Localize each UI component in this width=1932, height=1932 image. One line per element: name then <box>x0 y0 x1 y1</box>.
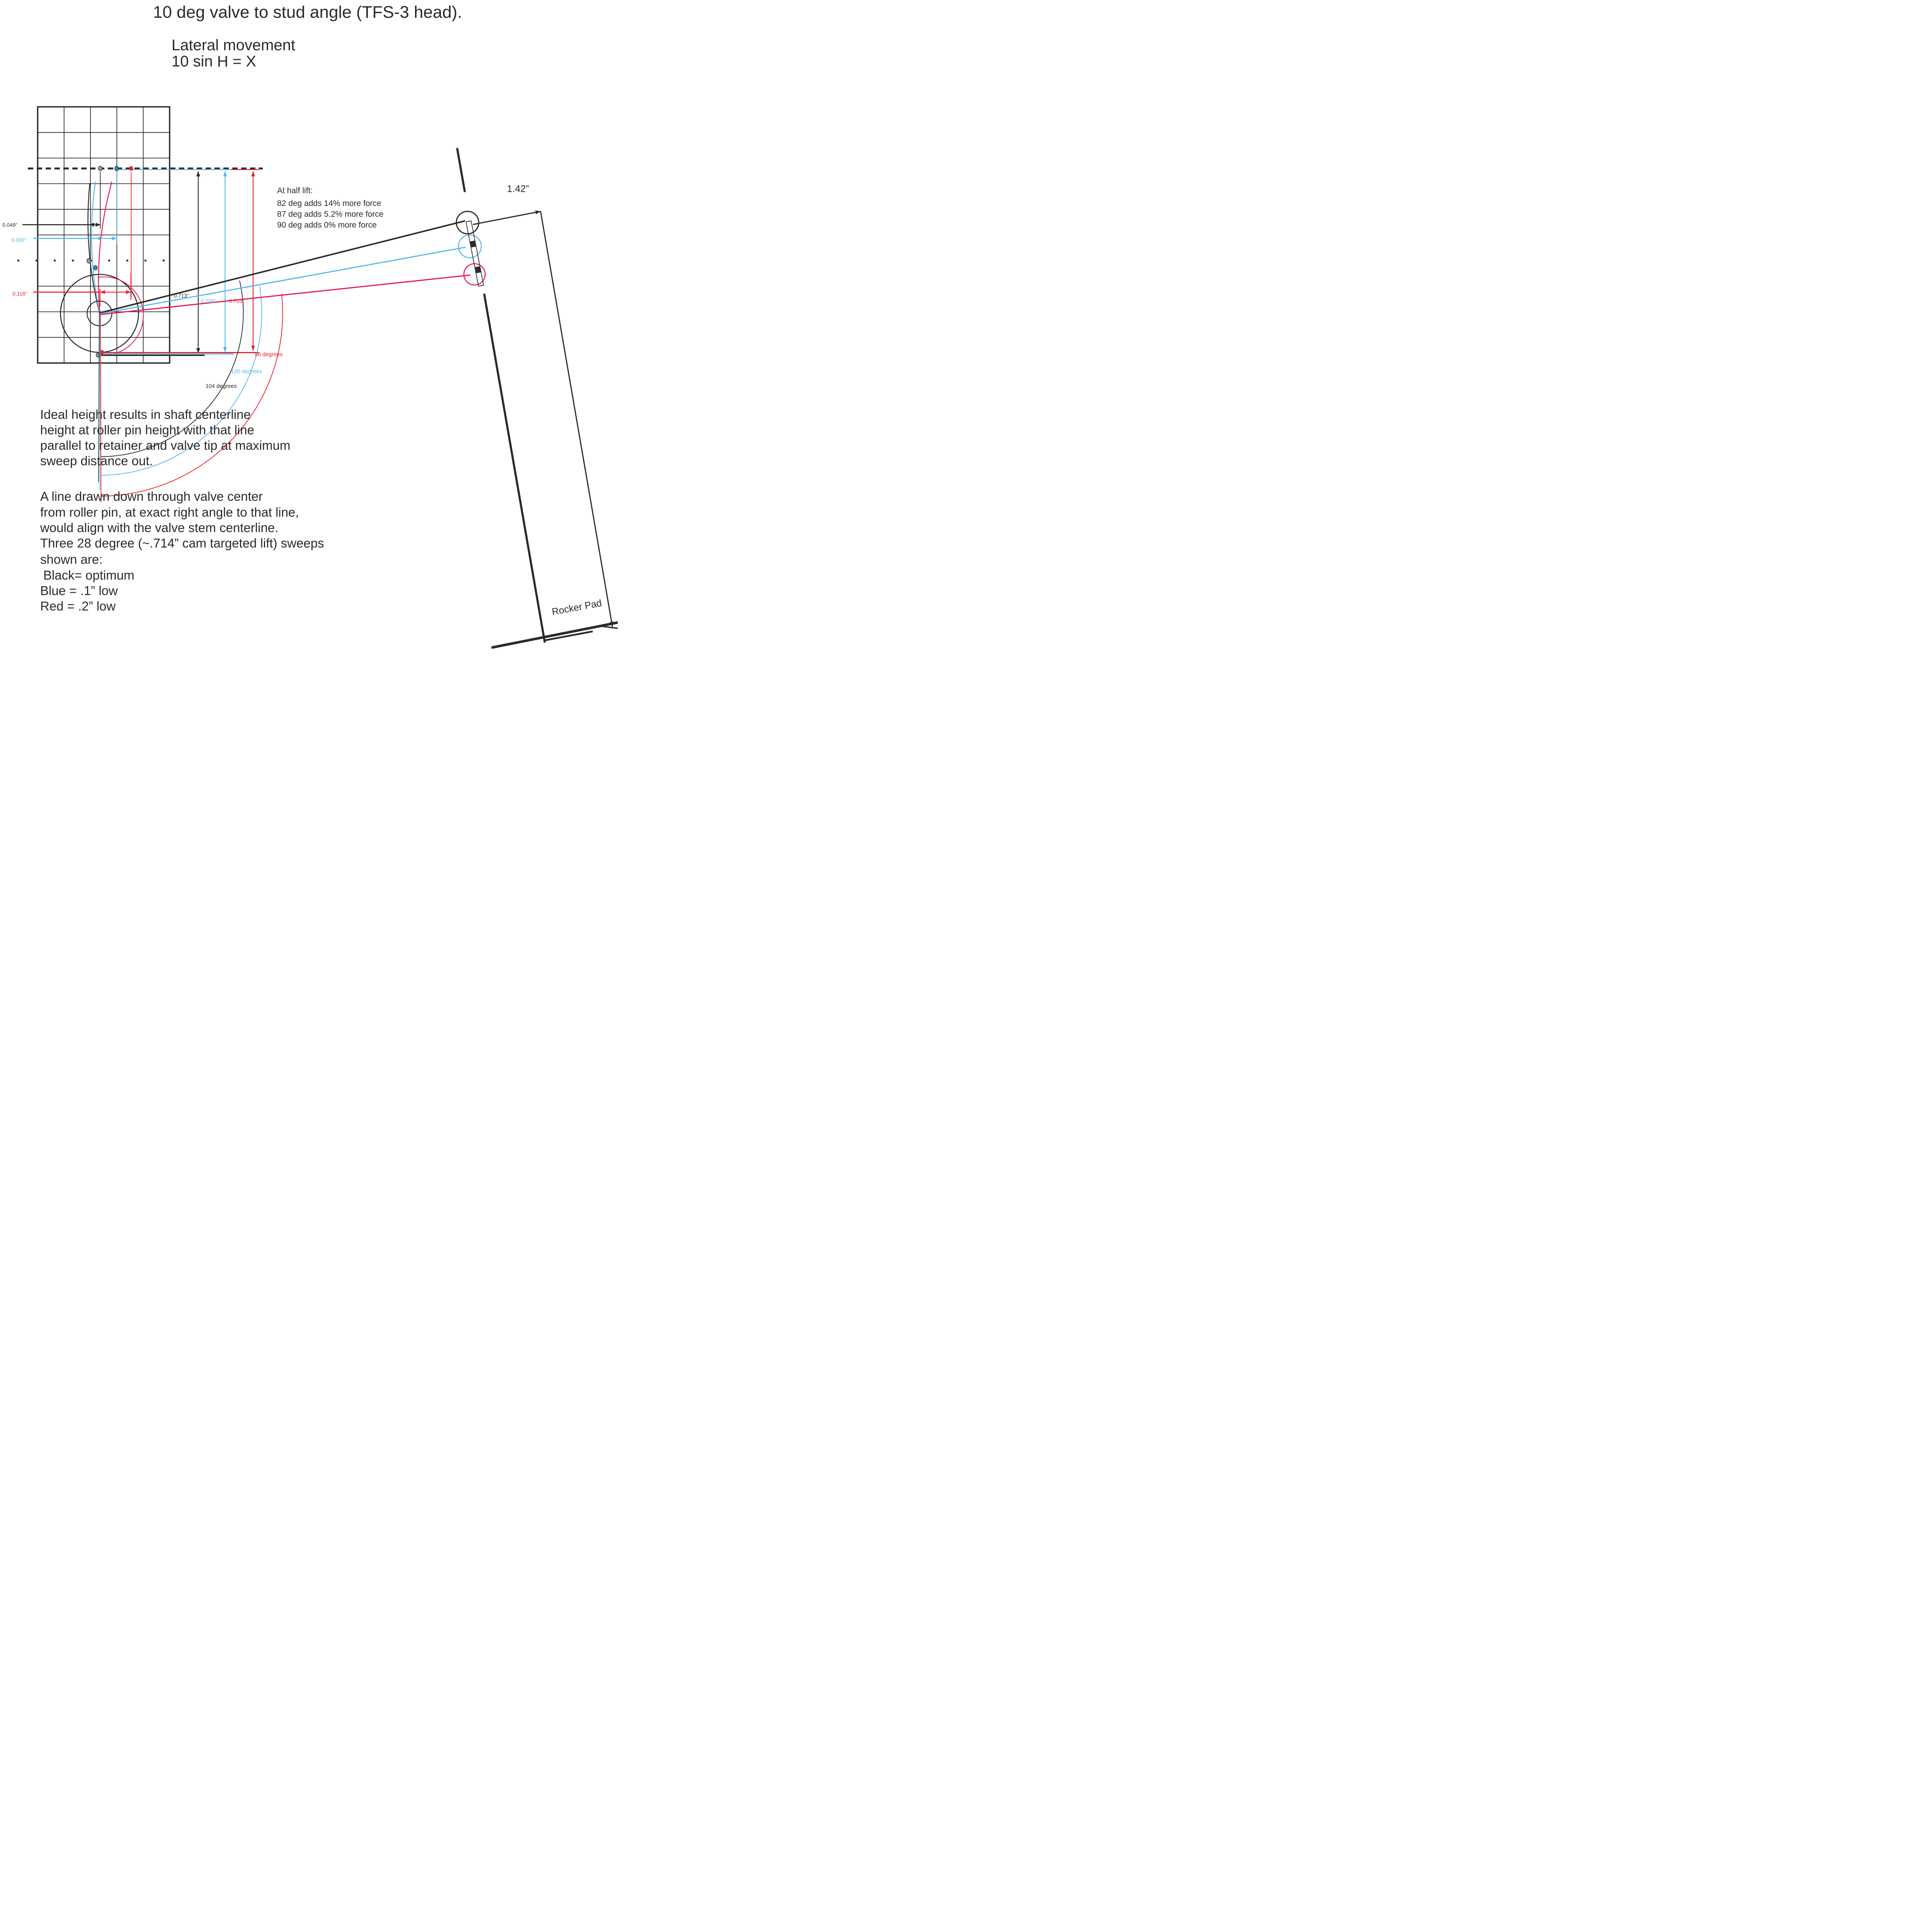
half-lift-line3: 90 deg adds 0% more force <box>277 221 377 230</box>
para2-line1: A line drawn down through valve center <box>40 489 263 503</box>
dim-label-0080: 0.080" <box>11 237 26 243</box>
half-lift-note: At half lift: 82 deg adds 14% more force… <box>277 186 384 230</box>
pad-dim-long-line <box>540 211 614 627</box>
para2-line3: would align with the valve stem centerli… <box>40 520 278 535</box>
legend-blue: Blue = .1” low <box>40 583 118 598</box>
half-lift-heading: At half lift: <box>277 186 313 195</box>
red-shaft-circle <box>463 263 486 286</box>
paragraph-line-drawn: A line drawn down through valve center f… <box>40 489 324 566</box>
red-max-lift-dot <box>129 166 133 171</box>
angle-arc-104 <box>100 280 244 457</box>
dim-label-0118: 0.118" <box>12 291 27 297</box>
pad-left-edge-line <box>483 293 546 643</box>
black-sweep-arc <box>87 183 100 313</box>
stud-upper-line <box>456 148 466 192</box>
black-lever-line <box>99 220 465 314</box>
pad-bottom-edge <box>545 630 593 641</box>
pad-dim-top-line <box>473 210 541 225</box>
lateral-dim-red <box>33 273 131 307</box>
angle-arc-100 <box>100 286 262 476</box>
red-lever-line <box>99 274 471 315</box>
red-zero-lift-dot <box>100 350 104 354</box>
black-shaft-height-dot <box>87 258 91 264</box>
angle-label-104: 104 degrees <box>206 383 237 389</box>
dim-label-0713: 0.713" <box>174 293 189 299</box>
dim-label-0703: 0.703" <box>229 298 244 304</box>
angle-label-100: 100 degrees <box>231 369 262 375</box>
para2-line4: Three 28 degree (~.714” cam targeted lif… <box>40 536 324 550</box>
red-valve-stem-line <box>100 313 102 503</box>
blue-lever-line <box>99 247 466 315</box>
reference-grid <box>17 106 177 364</box>
dim-label-142: 1.42” <box>507 184 529 194</box>
para1-line4: sweep distance out. <box>40 454 153 468</box>
para1-line1: Ideal height results in shaft centerline <box>40 407 251 422</box>
dim-label-0049: 0.049" <box>2 222 17 228</box>
ground-line <box>491 621 618 649</box>
dim-label-0709: 0.709" <box>201 298 216 304</box>
blue-shaft-circle <box>458 234 482 259</box>
subtitle-line2: 10 sin H = X <box>172 53 256 70</box>
angle-arc-96 <box>101 294 283 497</box>
rocker-pad-label: Rocker Pad <box>551 598 603 617</box>
half-lift-line2: 87 deg adds 5.2% more force <box>277 210 384 219</box>
para1-line2: height at roller pin height with that li… <box>40 423 254 437</box>
blue-shaft-height-dot <box>93 265 98 270</box>
blue-max-lift-dot <box>114 166 119 171</box>
sweep-color-legend: Black= optimum Blue = .1” low Red = .2” … <box>40 568 134 613</box>
half-lift-line1: 82 deg adds 14% more force <box>277 199 381 208</box>
black-max-lift-dot <box>98 166 103 171</box>
para2-line5: shown are: <box>40 552 102 566</box>
angle-label-96: 96 degrees <box>255 352 283 358</box>
valve-geometry-diagram: 10 deg valve to stud angle (TFS-3 head).… <box>2 3 618 649</box>
page-title: 10 deg valve to stud angle (TFS-3 head). <box>153 3 462 22</box>
paragraph-ideal-height: Ideal height results in shaft centerline… <box>40 407 290 468</box>
black-shaft-circle <box>456 211 480 235</box>
rocker-pad-assembly <box>456 148 618 649</box>
crimson-sweep-arc <box>98 181 112 313</box>
subtitle-line1: Lateral movement <box>172 37 295 54</box>
para2-line2: from roller pin, at exact right angle to… <box>40 505 299 519</box>
blue-sweep-arc <box>91 181 100 313</box>
legend-red: Red = .2” low <box>40 599 116 613</box>
valve-tip-bar-segment-2 <box>475 266 481 274</box>
valve-tip-bar-segment-1 <box>470 240 476 248</box>
crimson-roller-offset-arc <box>97 276 144 355</box>
para1-line3: parallel to retainer and valve tip at ma… <box>40 438 290 452</box>
legend-black: Black= optimum <box>43 568 134 582</box>
valve-tip-bar <box>465 220 484 287</box>
